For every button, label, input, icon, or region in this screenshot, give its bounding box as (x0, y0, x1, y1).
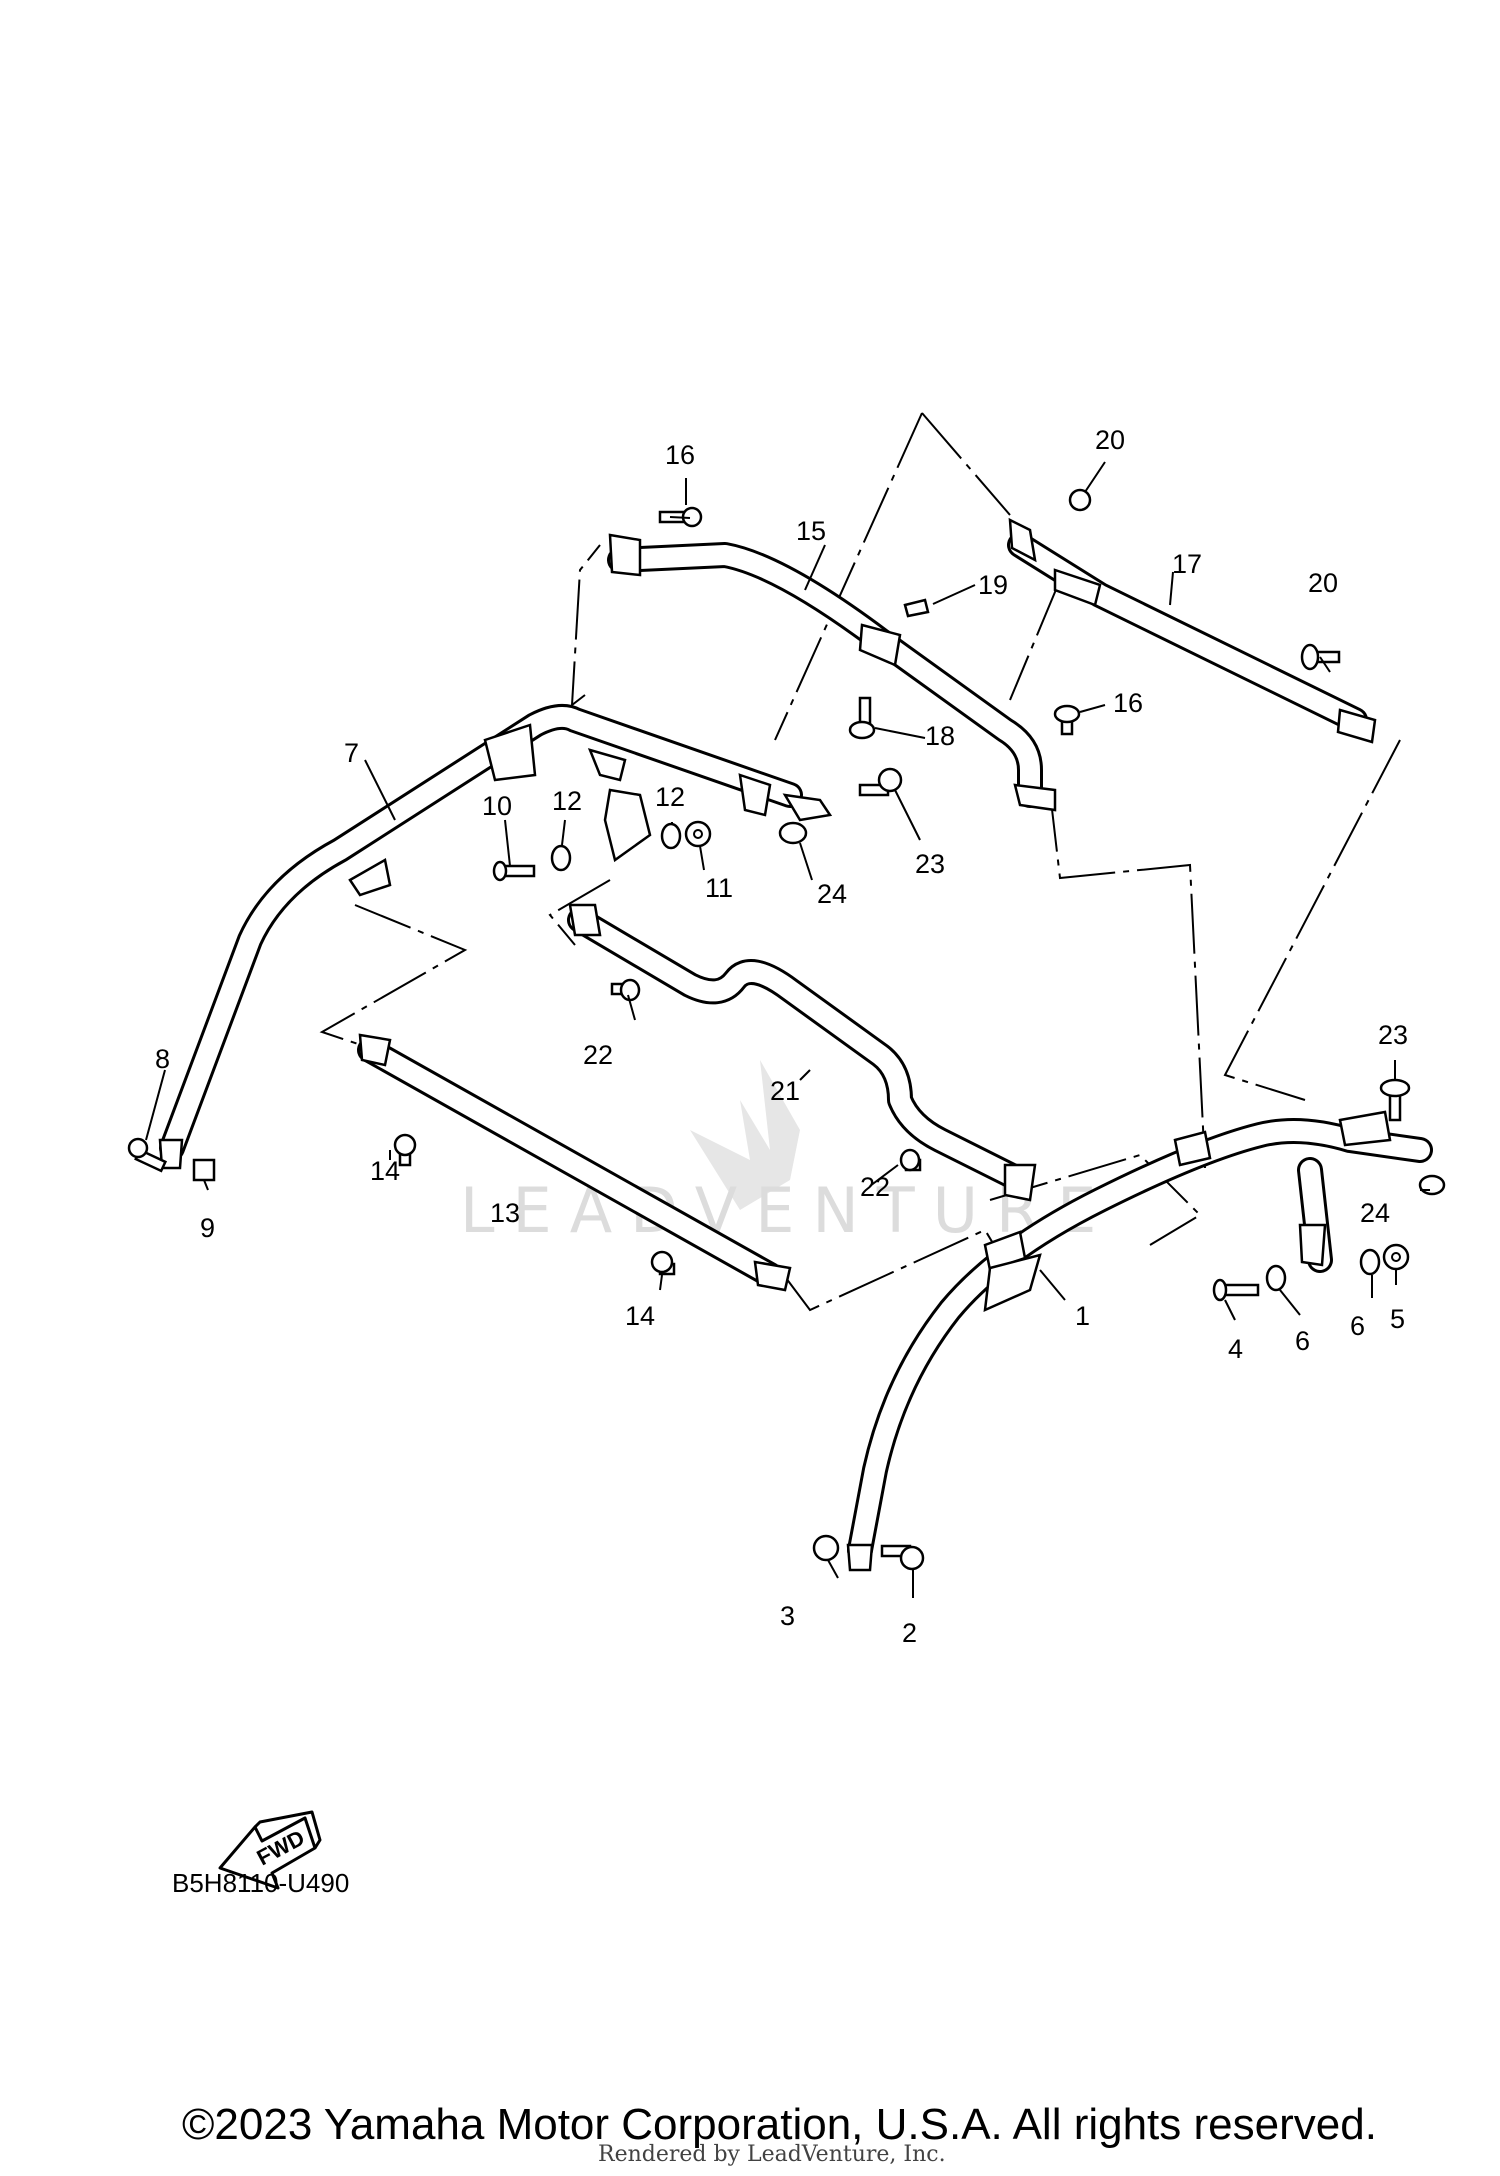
callout-23a: 23 (915, 849, 945, 879)
callout-2: 2 (902, 1618, 917, 1648)
callout-7: 7 (344, 738, 359, 768)
callout-22a: 22 (583, 1040, 613, 1070)
rendered-by-text: Rendered by LeadVenture, Inc. (598, 2142, 946, 2167)
callout-12a: 12 (552, 786, 582, 816)
callout-5: 5 (1390, 1304, 1405, 1334)
bolt-8 (127, 1137, 168, 1173)
callout-17: 17 (1172, 549, 1202, 579)
callout-15: 15 (796, 516, 826, 546)
nut-24-right (1418, 1174, 1446, 1196)
middle-bar-21 (567, 903, 1037, 1202)
phantom-lines (319, 412, 1401, 1312)
callout-3: 3 (780, 1601, 795, 1631)
bolt-4 (1212, 1278, 1260, 1302)
leader-lines (145, 461, 1430, 1598)
nut-9 (192, 1158, 216, 1182)
bolt-16-right (1053, 704, 1081, 736)
washer-6-right (1359, 1248, 1381, 1276)
bolt-23-upper (858, 767, 903, 797)
callout-18: 18 (925, 721, 955, 751)
clip-19 (903, 598, 930, 618)
bolt-18 (848, 696, 876, 740)
callout-14a: 14 (370, 1156, 400, 1186)
washer-11 (684, 820, 712, 848)
bolt-22-lower (899, 1148, 922, 1172)
rear-frame-left-7 (158, 703, 833, 1170)
callout-16b: 16 (1113, 688, 1143, 718)
upper-bar-15 (607, 533, 1057, 812)
callout-9: 9 (200, 1213, 215, 1243)
callouts: 1 2 3 4 5 6 6 7 8 9 10 11 12 12 13 14 14… (155, 425, 1408, 1648)
callout-11: 11 (705, 873, 733, 903)
watermark: LEADVENTURE (460, 1060, 1114, 1247)
callout-1: 1 (1075, 1301, 1090, 1331)
washer-5 (1382, 1243, 1410, 1271)
callout-21: 21 (770, 1076, 800, 1106)
washer-3 (812, 1534, 840, 1562)
cross-bar-17 (1007, 517, 1377, 744)
bolt-10 (492, 860, 536, 882)
callout-4: 4 (1228, 1334, 1243, 1364)
lower-bar-13 (357, 1033, 792, 1292)
bolt-23-right (1379, 1078, 1411, 1122)
washer-12-left (550, 844, 572, 872)
callout-20b: 20 (1308, 568, 1338, 598)
callout-10: 10 (482, 791, 512, 821)
watermark-text: LEADVENTURE (460, 1174, 1114, 1247)
callout-8: 8 (155, 1044, 170, 1074)
copyright-text: ©2023 Yamaha Motor Corporation, U.S.A. A… (182, 2100, 1377, 2149)
callout-22b: 22 (860, 1172, 890, 1202)
callout-12b: 12 (655, 782, 685, 812)
callout-14b: 14 (625, 1301, 655, 1331)
nut-20-upper (1068, 488, 1092, 512)
callout-20a: 20 (1095, 425, 1125, 455)
washer-12-right (660, 822, 682, 850)
callout-6b: 6 (1350, 1311, 1365, 1341)
bolt-14-left (393, 1133, 417, 1167)
bolt-22-upper (610, 978, 641, 1002)
hardware (127, 488, 1446, 1571)
callout-13: 13 (490, 1198, 520, 1228)
bolt-14-lower (650, 1250, 676, 1276)
bolt-2 (880, 1544, 925, 1571)
diagram-code: B5H8110-U490 (172, 1868, 350, 1898)
callout-24a: 24 (817, 879, 847, 909)
bolt-20-right (1300, 643, 1341, 671)
callout-16a: 16 (665, 440, 695, 470)
callout-6a: 6 (1295, 1326, 1310, 1356)
rear-frame-right-1 (846, 1110, 1433, 1572)
callout-23b: 23 (1378, 1020, 1408, 1050)
callout-19: 19 (978, 570, 1008, 600)
nut-24-upper (778, 821, 808, 845)
washer-6-left (1265, 1264, 1287, 1292)
callout-24b: 24 (1360, 1198, 1390, 1228)
